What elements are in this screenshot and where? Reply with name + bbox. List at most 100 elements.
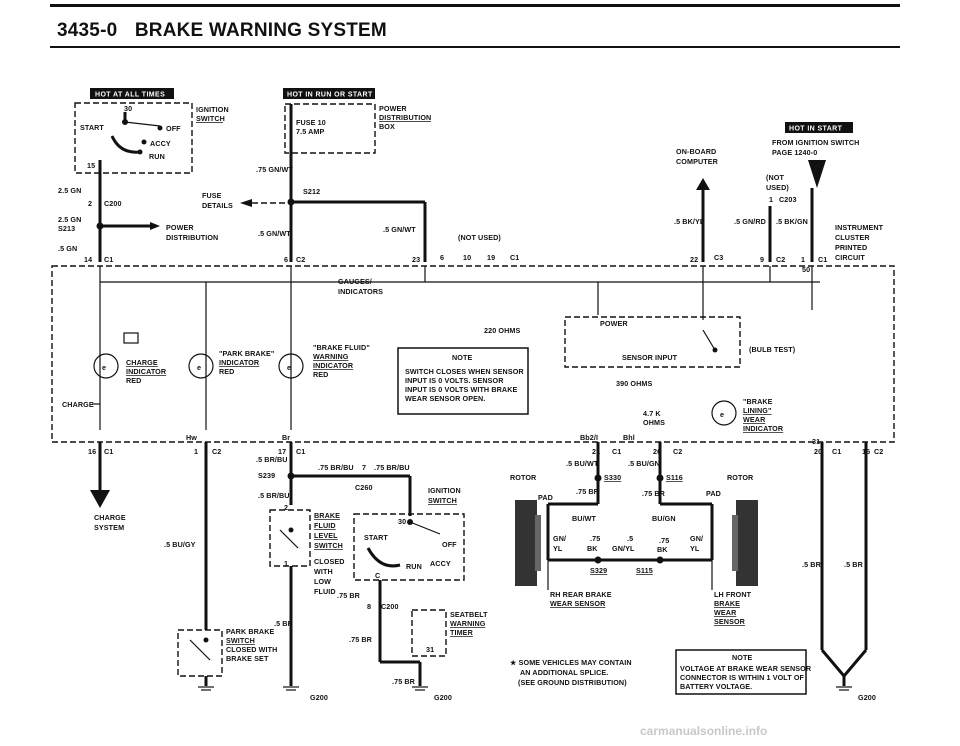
svg-text:C2: C2 <box>212 447 221 456</box>
svg-text:30: 30 <box>398 517 406 526</box>
svg-text:8: 8 <box>367 602 371 611</box>
svg-text:HOT AT ALL TIMES: HOT AT ALL TIMES <box>95 92 165 99</box>
svg-text:"PARK BRAKE": "PARK BRAKE" <box>219 349 274 358</box>
svg-text:DISTRIBUTION: DISTRIBUTION <box>166 233 218 242</box>
badge-hot-all-times: HOT AT ALL TIMES <box>90 88 174 99</box>
svg-text:.5: .5 <box>627 534 633 543</box>
svg-text:WITH: WITH <box>314 567 333 576</box>
svg-text:DETAILS: DETAILS <box>202 201 233 210</box>
svg-text:.5 BR/BU: .5 BR/BU <box>256 455 288 464</box>
splice-note: ★ SOME VEHICLES MAY CONTAIN AN ADDITIONA… <box>509 658 632 687</box>
svg-text:"BRAKE FLUID": "BRAKE FLUID" <box>313 343 370 352</box>
svg-text:WARNING: WARNING <box>313 352 349 361</box>
svg-text:1: 1 <box>769 195 773 204</box>
svg-text:30: 30 <box>124 104 132 113</box>
svg-text:★ SOME VEHICLES MAY CONTAIN: ★ SOME VEHICLES MAY CONTAIN <box>509 658 632 667</box>
section-number: 3435-0 <box>57 20 118 41</box>
svg-text:4.7 K: 4.7 K <box>643 409 661 418</box>
park-brake-switch-circuit: .5 BU/GY PARK BRAKE SWITCH CLOSED WITH B… <box>164 442 277 691</box>
svg-text:e: e <box>287 363 291 372</box>
svg-text:SENSOR: SENSOR <box>714 617 746 626</box>
svg-text:Hw: Hw <box>186 433 197 442</box>
svg-text:SYSTEM: SYSTEM <box>94 523 124 532</box>
svg-text:S329: S329 <box>590 566 607 575</box>
svg-text:PAD: PAD <box>538 493 553 502</box>
svg-text:220 OHMS: 220 OHMS <box>484 326 520 335</box>
svg-text:.5 BK/YL: .5 BK/YL <box>674 217 705 226</box>
svg-text:INDICATOR: INDICATOR <box>743 424 784 433</box>
svg-text:NOTE: NOTE <box>452 353 472 362</box>
svg-text:Br: Br <box>282 433 290 442</box>
svg-text:2.5 GN: 2.5 GN <box>58 186 81 195</box>
svg-text:USED): USED) <box>766 183 789 192</box>
svg-text:BU/WT: BU/WT <box>572 514 597 523</box>
svg-text:C: C <box>375 571 380 580</box>
svg-text:.5 BU/GY: .5 BU/GY <box>164 540 196 549</box>
cluster-note-box: NOTE SWITCH CLOSES WHEN SENSOR INPUT IS … <box>397 347 529 415</box>
svg-text:14: 14 <box>84 255 92 264</box>
svg-text:.75 BR: .75 BR <box>337 591 361 600</box>
svg-text:PARK BRAKE: PARK BRAKE <box>226 627 274 636</box>
svg-text:FUSE: FUSE <box>202 191 222 200</box>
svg-text:AN ADDITIONAL SPLICE.: AN ADDITIONAL SPLICE. <box>520 668 608 677</box>
svg-text:G200: G200 <box>434 693 452 702</box>
brake-fluid-indicator-bulb: e "BRAKE FLUID" WARNING INDICATOR RED <box>278 343 370 379</box>
svg-text:GN/: GN/ <box>690 534 703 543</box>
svg-text:ROTOR: ROTOR <box>727 473 754 482</box>
svg-text:SWITCH: SWITCH <box>314 541 343 550</box>
svg-text:50: 50 <box>802 265 810 274</box>
svg-text:LH FRONT: LH FRONT <box>714 590 752 599</box>
charge-system-circuit: CHARGE SYSTEM <box>90 442 126 532</box>
brake-wear-sensor-circuit: .5 BU/WT .5 BU/GN S330 S116 ROTOR ROTOR … <box>510 442 758 626</box>
svg-text:POWER: POWER <box>600 319 628 328</box>
svg-text:CLUSTER: CLUSTER <box>835 233 870 242</box>
svg-text:WARNING: WARNING <box>450 619 486 628</box>
header-top-rule <box>50 4 900 7</box>
fuse-10: FUSE 10 7.5 AMP POWER DISTRIBUTION BOX <box>284 103 431 154</box>
svg-text:OHMS: OHMS <box>643 418 665 427</box>
svg-text:2.5 GN: 2.5 GN <box>58 215 81 224</box>
svg-text:NOTE: NOTE <box>732 653 752 662</box>
svg-text:YL: YL <box>553 544 563 553</box>
svg-text:LOW: LOW <box>314 577 331 586</box>
svg-text:ROTOR: ROTOR <box>510 473 537 482</box>
svg-text:(NOT: (NOT <box>766 173 784 182</box>
svg-text:INDICATORS: INDICATORS <box>338 287 383 296</box>
svg-text:GAUGES/: GAUGES/ <box>338 277 372 286</box>
page-title: 3435-0 BRAKE WARNING SYSTEM <box>57 20 387 42</box>
svg-text:GN/: GN/ <box>553 534 566 543</box>
svg-text:BU/GN: BU/GN <box>652 514 676 523</box>
svg-text:INDICATOR: INDICATOR <box>219 358 260 367</box>
svg-text:C203: C203 <box>779 195 797 204</box>
svg-text:S115: S115 <box>636 566 653 575</box>
svg-text:.5 GN/WT: .5 GN/WT <box>383 225 416 234</box>
svg-text:e: e <box>720 410 724 419</box>
svg-text:START: START <box>80 123 104 132</box>
svg-text:HOT IN START: HOT IN START <box>789 126 843 133</box>
svg-text:C2: C2 <box>673 447 682 456</box>
svg-text:S239: S239 <box>258 471 275 480</box>
svg-text:G200: G200 <box>858 693 876 702</box>
svg-text:PRINTED: PRINTED <box>835 243 867 252</box>
svg-text:BRAKE SET: BRAKE SET <box>226 654 269 663</box>
svg-text:VOLTAGE AT BRAKE WEAR SENSOR: VOLTAGE AT BRAKE WEAR SENSOR <box>680 664 812 673</box>
svg-text:FLUID: FLUID <box>314 521 336 530</box>
svg-text:RED: RED <box>313 370 328 379</box>
svg-text:C1: C1 <box>104 255 113 264</box>
svg-text:CHARGE: CHARGE <box>126 358 158 367</box>
svg-text:S213: S213 <box>58 224 75 233</box>
svg-text:.5 BR: .5 BR <box>274 619 294 628</box>
svg-text:C260: C260 <box>355 483 373 492</box>
svg-text:7.5 AMP: 7.5 AMP <box>296 127 324 136</box>
svg-text:"BRAKE: "BRAKE <box>743 397 773 406</box>
svg-text:1: 1 <box>284 559 288 568</box>
svg-text:.75: .75 <box>590 534 600 543</box>
svg-text:.75 GN/WT: .75 GN/WT <box>256 165 293 174</box>
svg-text:C3: C3 <box>714 253 723 262</box>
svg-text:RED: RED <box>126 376 141 385</box>
badge-hot-run-start: HOT IN RUN OR START <box>283 88 375 99</box>
fuse-output-wires: .75 GN/WT S212 .5 GN/WT .5 GN/WT 6 C2 23… <box>256 140 519 264</box>
svg-text:e: e <box>197 363 201 372</box>
charge-indicator-bulb: e CHARGE INDICATOR RED <box>93 332 167 385</box>
